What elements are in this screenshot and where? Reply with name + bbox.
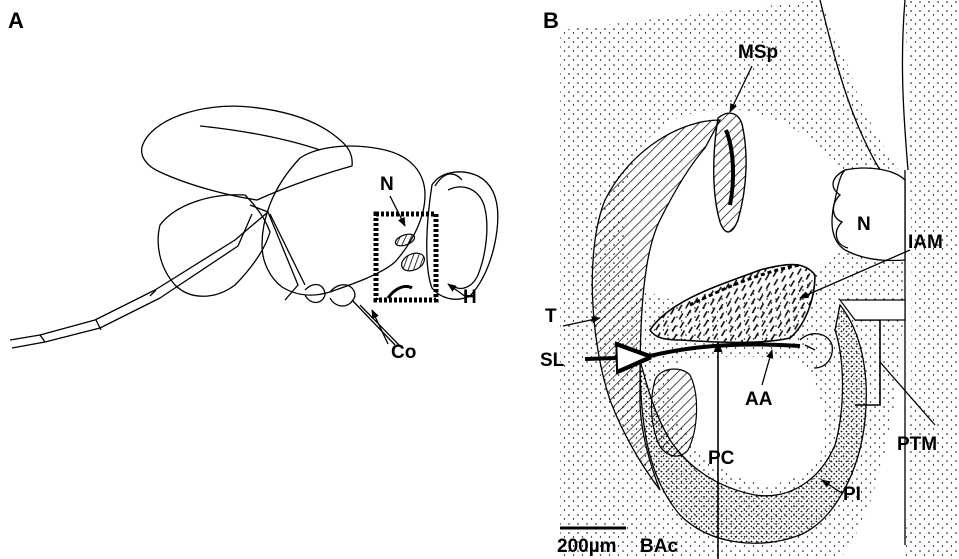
leg-front bbox=[268, 212, 305, 300]
label-co: Co bbox=[391, 342, 416, 363]
inset-feature-lower bbox=[399, 250, 428, 275]
inset-feature-upper bbox=[394, 232, 416, 248]
lower-wing bbox=[158, 195, 270, 296]
upper-wing bbox=[142, 106, 353, 200]
label-t: T bbox=[545, 306, 557, 327]
compound-eye bbox=[448, 187, 487, 288]
label-pc: PC bbox=[708, 448, 735, 469]
arrow-n-a bbox=[390, 196, 405, 226]
label-n-b: N bbox=[857, 214, 871, 235]
panel-a-letter: A bbox=[8, 8, 24, 33]
tissue-right bbox=[905, 0, 959, 559]
panel-a: A N bbox=[8, 8, 498, 363]
panel-b-letter: B bbox=[543, 8, 559, 33]
label-bac: BAc bbox=[640, 536, 678, 557]
arrow-co bbox=[372, 310, 388, 344]
inset-feature-base bbox=[388, 286, 412, 298]
antenna bbox=[10, 205, 268, 340]
label-msp: MSp bbox=[738, 42, 778, 63]
antenna-lower-edge bbox=[12, 214, 252, 348]
label-pi: PI bbox=[843, 484, 861, 505]
label-n-a: N bbox=[380, 174, 394, 195]
label-aa: AA bbox=[745, 389, 773, 410]
fly-drawing bbox=[10, 106, 498, 348]
scale-bar-label: 200µm bbox=[557, 536, 617, 557]
label-ptm: PTM bbox=[897, 434, 937, 455]
label-h: H bbox=[463, 287, 477, 308]
leg-mid bbox=[352, 300, 402, 348]
hatched-oval bbox=[651, 369, 696, 456]
label-sl: SL bbox=[540, 350, 565, 371]
arrow-sl bbox=[585, 357, 648, 359]
wing-vein bbox=[200, 126, 320, 150]
antenna-base bbox=[435, 174, 462, 186]
label-iam: IAM bbox=[908, 232, 943, 253]
panel-b: B MSp bbox=[540, 0, 959, 559]
